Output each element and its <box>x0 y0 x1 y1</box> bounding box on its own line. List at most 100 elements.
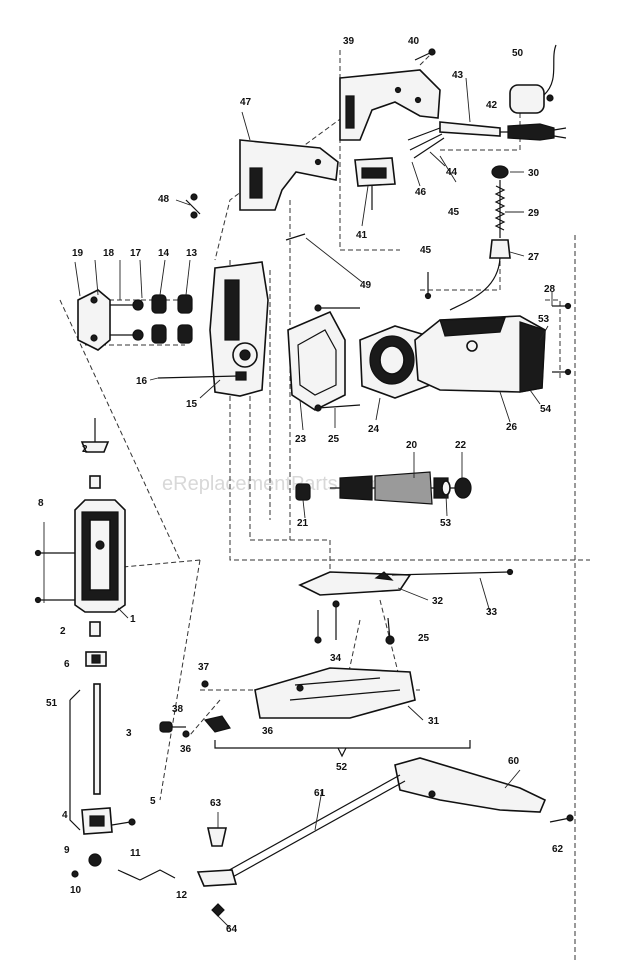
callout-2: 2 <box>82 444 88 455</box>
callout-52: 52 <box>336 762 348 773</box>
armature-part-20 <box>330 471 470 505</box>
callout-47: 47 <box>240 97 252 108</box>
screw-part-5 <box>111 818 136 826</box>
knob-part-63 <box>196 827 238 887</box>
callout-20: 20 <box>406 440 418 451</box>
spring-part-29 <box>494 180 506 238</box>
callout-28: 28 <box>544 284 556 295</box>
callout-29: 29 <box>528 208 540 219</box>
clamp-part-6 <box>85 651 107 667</box>
handle-cover-part-39 <box>339 69 441 141</box>
screw-part-16 <box>157 371 247 381</box>
bracket-part-52 <box>214 740 471 758</box>
shoe-part-31 <box>254 667 416 719</box>
callout-38: 38 <box>172 704 184 715</box>
rod-part-33 <box>391 568 514 576</box>
callout-24: 24 <box>368 424 380 435</box>
nut-part-64 <box>211 903 225 917</box>
assembly-lines <box>59 50 590 960</box>
callout-21: 21 <box>297 518 309 529</box>
spring-part-38 <box>159 721 186 733</box>
rip-fence-part-60 <box>394 757 547 813</box>
callout-14: 14 <box>158 248 170 259</box>
wire-leads-part-44 <box>407 127 445 159</box>
callout-37: 37 <box>198 662 210 673</box>
callout-45: 45 <box>448 207 460 218</box>
washer-part-53 <box>441 480 451 496</box>
callout-51: 51 <box>46 698 58 709</box>
callout-9: 9 <box>64 845 70 856</box>
guide-rod-part-61 <box>214 774 406 885</box>
gear-housing-part-15 <box>209 261 269 397</box>
callout-27: 27 <box>528 252 540 263</box>
callout-62: 62 <box>552 844 564 855</box>
callout-23: 23 <box>295 434 307 445</box>
callout-42: 42 <box>486 100 498 111</box>
callout-53: 53 <box>538 314 550 325</box>
callout-5: 5 <box>150 796 156 807</box>
callout-39: 39 <box>343 36 355 47</box>
screw-part-48 <box>185 193 201 219</box>
set-screw-part-9 <box>88 853 102 867</box>
leader-lines <box>43 77 553 929</box>
nut-part-30 <box>491 165 509 179</box>
field-part-24 <box>359 325 431 399</box>
capacitor-part-50 <box>509 44 557 114</box>
callout-53b: 53 <box>440 518 452 529</box>
gear-case-part-1 <box>74 499 126 613</box>
callout-12: 12 <box>176 890 188 901</box>
cord-protector-part-27 <box>449 239 511 311</box>
screw-part-62 <box>549 814 574 823</box>
callout-25: 25 <box>328 434 340 445</box>
screw-part-10 <box>71 870 79 878</box>
callout-11: 11 <box>130 848 141 859</box>
callout-64: 64 <box>226 924 238 935</box>
callout-17: 17 <box>130 248 142 259</box>
callout-41: 41 <box>356 230 368 241</box>
callout-labels: 39 40 50 43 42 47 44 46 45 48 41 30 29 2… <box>38 36 564 935</box>
callout-4: 4 <box>62 810 68 821</box>
callout-46: 46 <box>415 187 427 198</box>
callout-10: 10 <box>70 885 82 896</box>
callout-33: 33 <box>486 607 498 618</box>
callout-40: 40 <box>408 36 420 47</box>
screw-part-28 <box>552 302 572 376</box>
screw-part-40 <box>414 48 436 61</box>
callout-48: 48 <box>158 194 170 205</box>
switch-part-41 <box>354 157 396 210</box>
screw-part-37 <box>201 680 209 688</box>
callout-30: 30 <box>528 168 540 179</box>
callout-6: 6 <box>64 659 70 670</box>
screws-part-25 <box>314 304 361 412</box>
bearing-part-22 <box>454 477 472 499</box>
callout-8: 8 <box>38 498 44 509</box>
screws-part-34 <box>314 600 340 644</box>
callout-2b: 2 <box>60 626 66 637</box>
callout-3: 3 <box>126 728 132 739</box>
callout-63: 63 <box>210 798 222 809</box>
callout-31: 31 <box>428 716 440 727</box>
callout-25b: 25 <box>418 633 430 644</box>
callout-36b: 36 <box>180 744 192 755</box>
callout-44: 44 <box>446 167 458 178</box>
handle-half-part-47 <box>239 139 339 211</box>
bearing-set-parts-13-19 <box>77 289 193 351</box>
callout-34: 34 <box>330 653 342 664</box>
callout-13: 13 <box>186 248 198 259</box>
fan-part-21 <box>295 483 311 501</box>
callout-32: 32 <box>432 596 444 607</box>
callout-26: 26 <box>506 422 518 433</box>
callout-19: 19 <box>72 248 84 259</box>
callout-36: 36 <box>262 726 274 737</box>
watermark: eReplacementParts.com <box>162 473 381 495</box>
callout-22: 22 <box>455 440 467 451</box>
bushing-part-2 <box>80 418 110 489</box>
plunger-part-3 <box>93 683 101 795</box>
bushing-lower-part-2 <box>89 621 101 637</box>
callout-61: 61 <box>314 788 326 799</box>
callout-45b: 45 <box>420 245 432 256</box>
gasket-part-23 <box>287 310 346 411</box>
blade-clamp-part-4 <box>81 807 113 835</box>
lever-part-36 <box>182 715 231 738</box>
